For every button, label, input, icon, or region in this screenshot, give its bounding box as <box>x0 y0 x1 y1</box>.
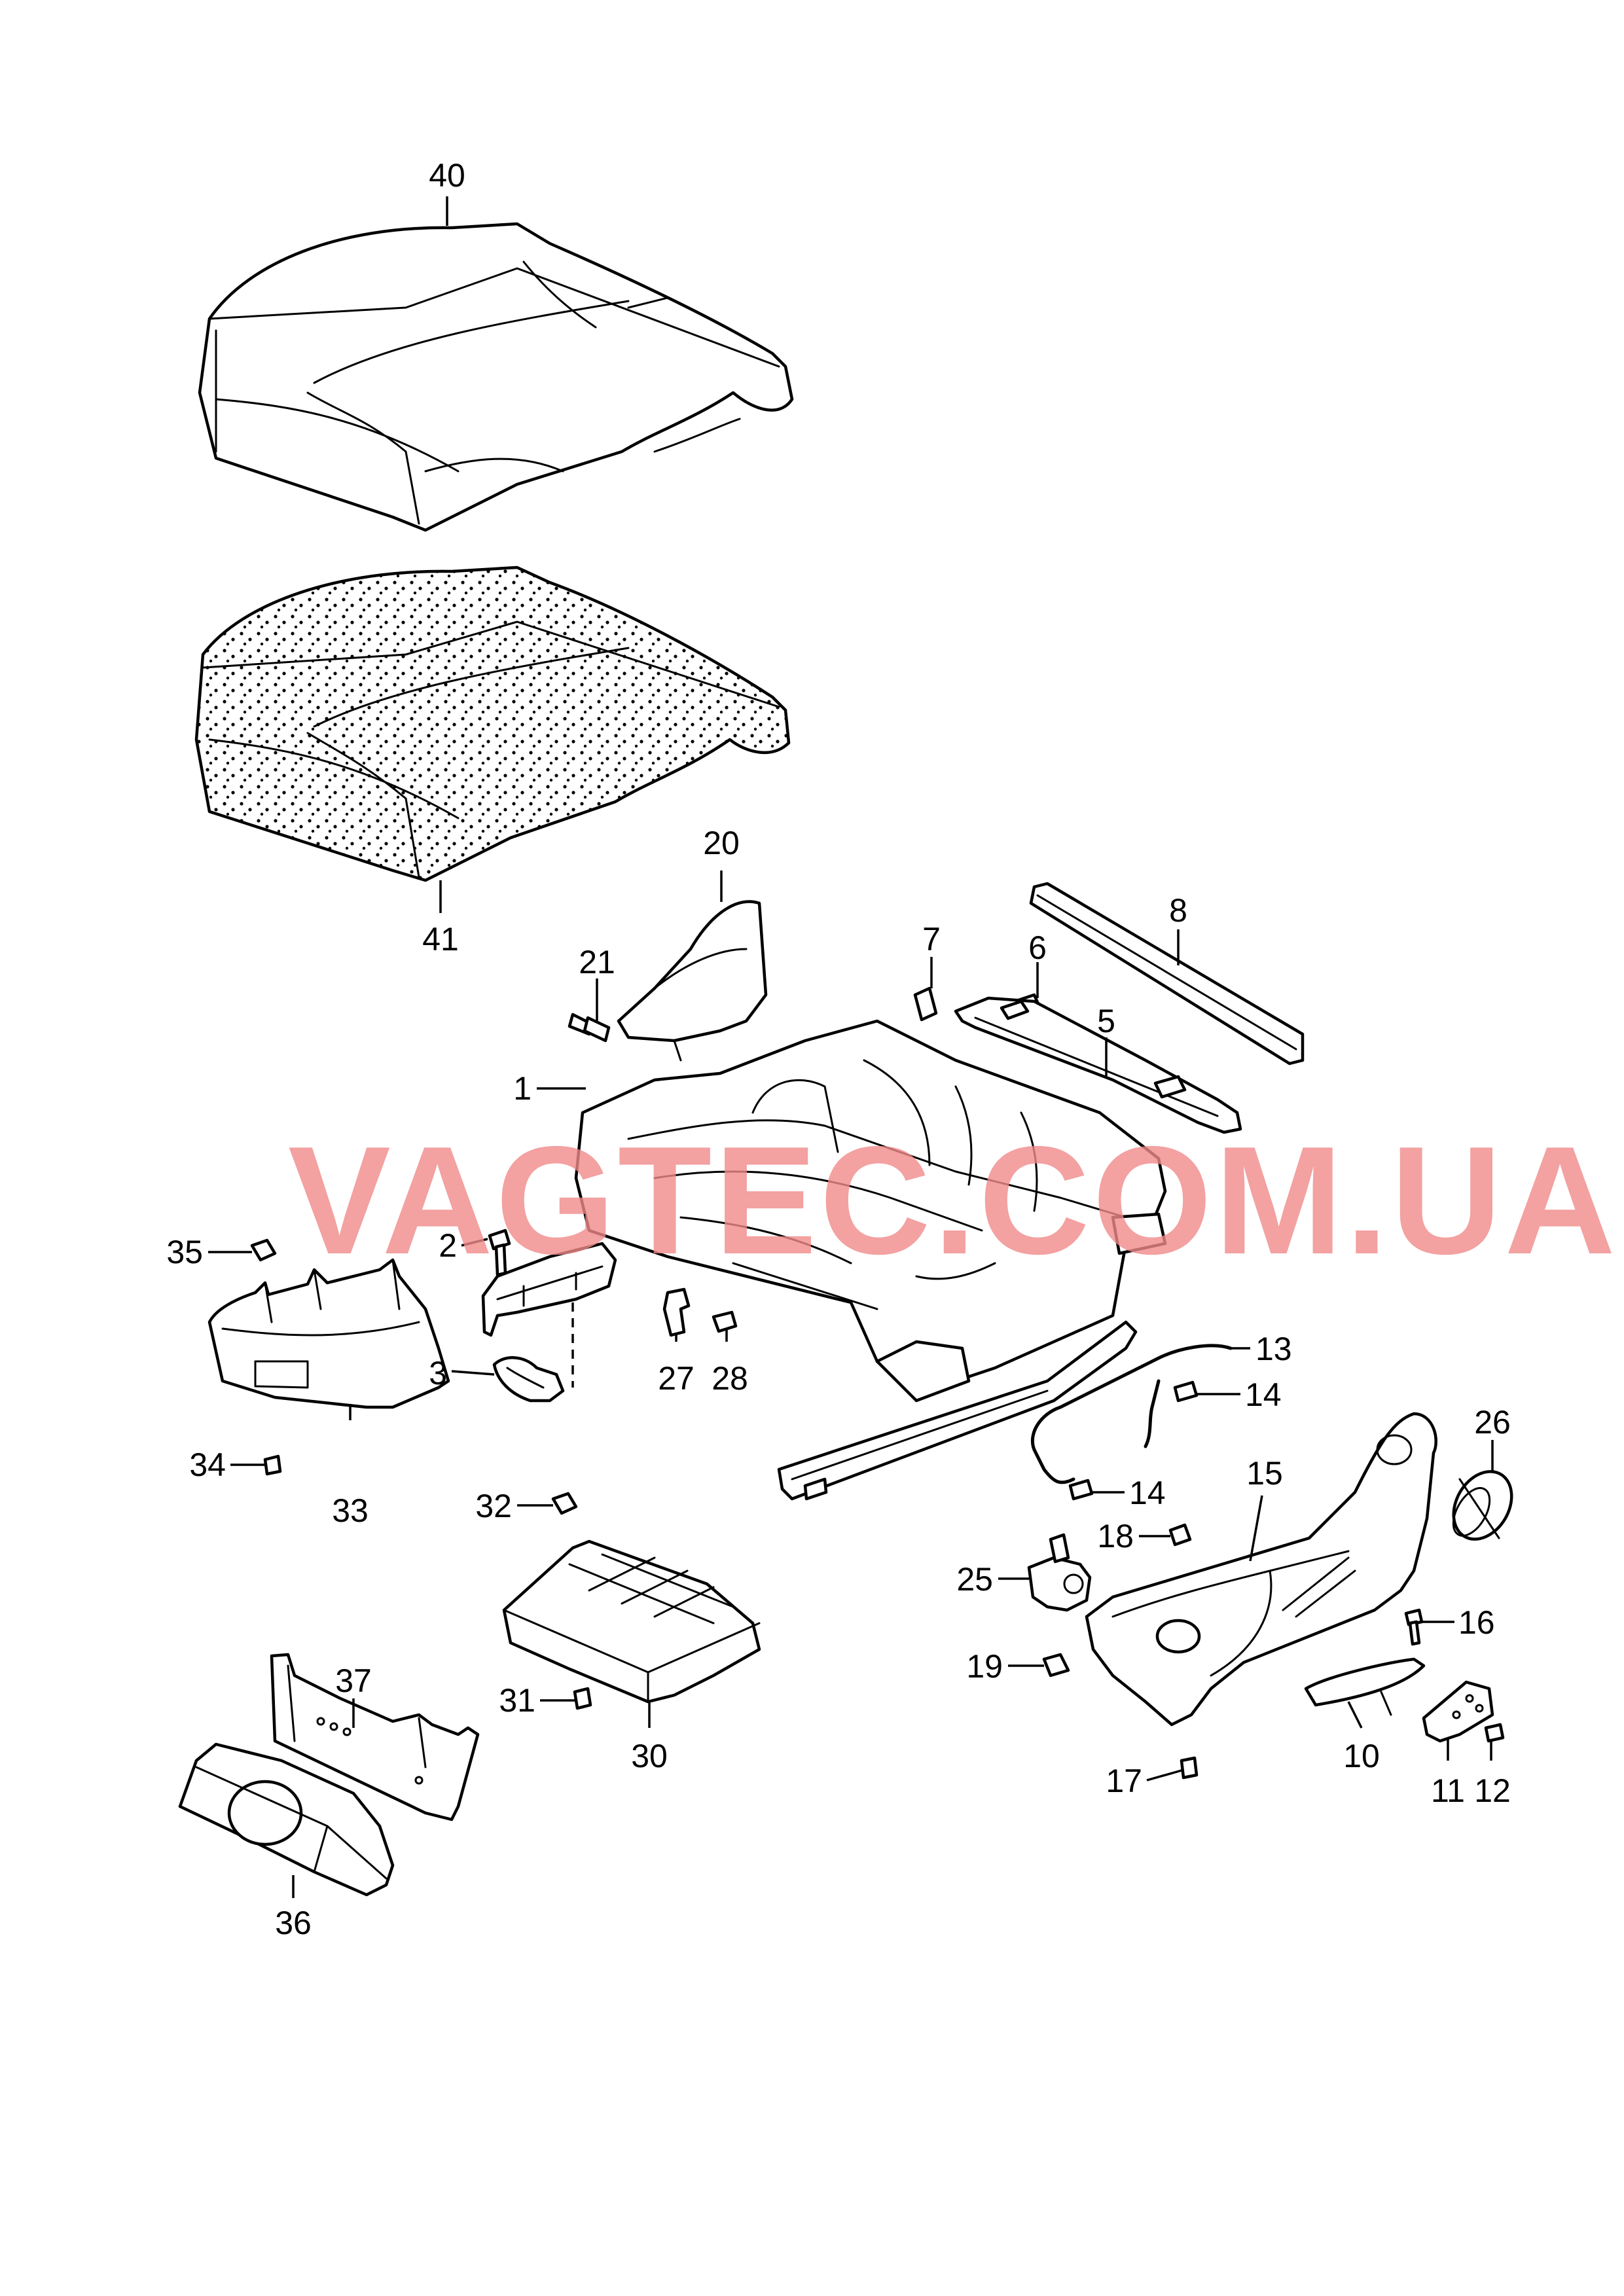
callout-41: 41 <box>422 921 459 958</box>
bolt-part <box>1068 1479 1094 1501</box>
side-panel-part <box>1085 1412 1437 1727</box>
callout-27: 27 <box>658 1360 695 1397</box>
seat-frame-part <box>574 1019 1167 1403</box>
callout-33: 33 <box>332 1492 369 1529</box>
callout-15: 15 <box>1246 1455 1283 1492</box>
screw-part <box>1404 1608 1424 1646</box>
callout-36: 36 <box>275 1905 312 1941</box>
callout-19: 19 <box>966 1648 1003 1685</box>
lever-part <box>662 1287 691 1337</box>
callout-26: 26 <box>1474 1404 1511 1441</box>
callout-34: 34 <box>189 1446 226 1483</box>
callout-18: 18 <box>1097 1518 1134 1554</box>
callout-14-lower: 14 <box>1129 1475 1166 1511</box>
cover-cap-part <box>492 1356 565 1403</box>
screw-part <box>573 1687 592 1710</box>
screw-part <box>263 1454 282 1476</box>
seat-cover-part <box>198 222 794 532</box>
bolt-part <box>1173 1380 1199 1403</box>
clip-part <box>250 1238 277 1262</box>
callout-32: 32 <box>475 1488 512 1524</box>
callout-1: 1 <box>513 1070 532 1107</box>
bracket-part <box>617 900 768 1062</box>
callout-3: 3 <box>429 1355 447 1391</box>
screw-part <box>1180 1756 1199 1780</box>
seat-foam-part <box>194 565 791 882</box>
callout-6: 6 <box>1028 929 1047 966</box>
callout-14-upper: 14 <box>1245 1376 1282 1413</box>
seat-rail-part <box>777 1320 1138 1501</box>
knob-part <box>1452 1470 1513 1541</box>
callout-5: 5 <box>1097 1003 1115 1039</box>
callout-8: 8 <box>1169 892 1187 929</box>
screw-part <box>1484 1723 1505 1743</box>
callout-25: 25 <box>956 1561 993 1598</box>
housing-part <box>178 1742 395 1897</box>
clip-part <box>1168 1523 1192 1547</box>
bolt-part <box>712 1310 738 1333</box>
callout-31: 31 <box>499 1682 535 1719</box>
callout-2: 2 <box>439 1227 457 1264</box>
handle-part <box>1304 1657 1426 1716</box>
leader-lines <box>208 196 1494 1898</box>
callout-21: 21 <box>579 944 615 980</box>
callout-20: 20 <box>703 825 740 861</box>
callout-11: 11 <box>1431 1772 1465 1809</box>
callout-7: 7 <box>922 921 941 958</box>
watermark-text: VAGTEC.COM.UA <box>288 1114 1618 1286</box>
mounting-bracket-part <box>270 1653 480 1821</box>
clip-part <box>1042 1653 1070 1677</box>
callout-17: 17 <box>1106 1763 1142 1799</box>
trim-panel-part <box>208 1258 450 1409</box>
slide-rail-part <box>481 1242 617 1337</box>
callout-30: 30 <box>631 1738 668 1774</box>
bolt-part <box>568 1013 611 1043</box>
callout-40: 40 <box>429 157 465 194</box>
rail-bracket-part <box>954 996 1242 1134</box>
callout-12: 12 <box>1474 1772 1511 1809</box>
storage-tray-part <box>502 1539 761 1704</box>
bracket-part <box>1422 1680 1494 1743</box>
callout-35: 35 <box>166 1234 203 1270</box>
callout-10: 10 <box>1343 1738 1380 1774</box>
callout-13: 13 <box>1255 1331 1292 1367</box>
trim-strip-part <box>1029 882 1305 1066</box>
motor-part <box>1027 1533 1092 1612</box>
callout-16: 16 <box>1458 1604 1495 1641</box>
callout-37: 37 <box>335 1662 372 1699</box>
clip-part <box>551 1492 578 1515</box>
clip-part <box>913 986 938 1022</box>
cable-part <box>1030 1344 1233 1484</box>
callout-28: 28 <box>712 1360 748 1397</box>
callout-labels: 40 41 20 21 7 6 8 5 1 2 3 35 34 33 27 28… <box>166 157 1510 1941</box>
